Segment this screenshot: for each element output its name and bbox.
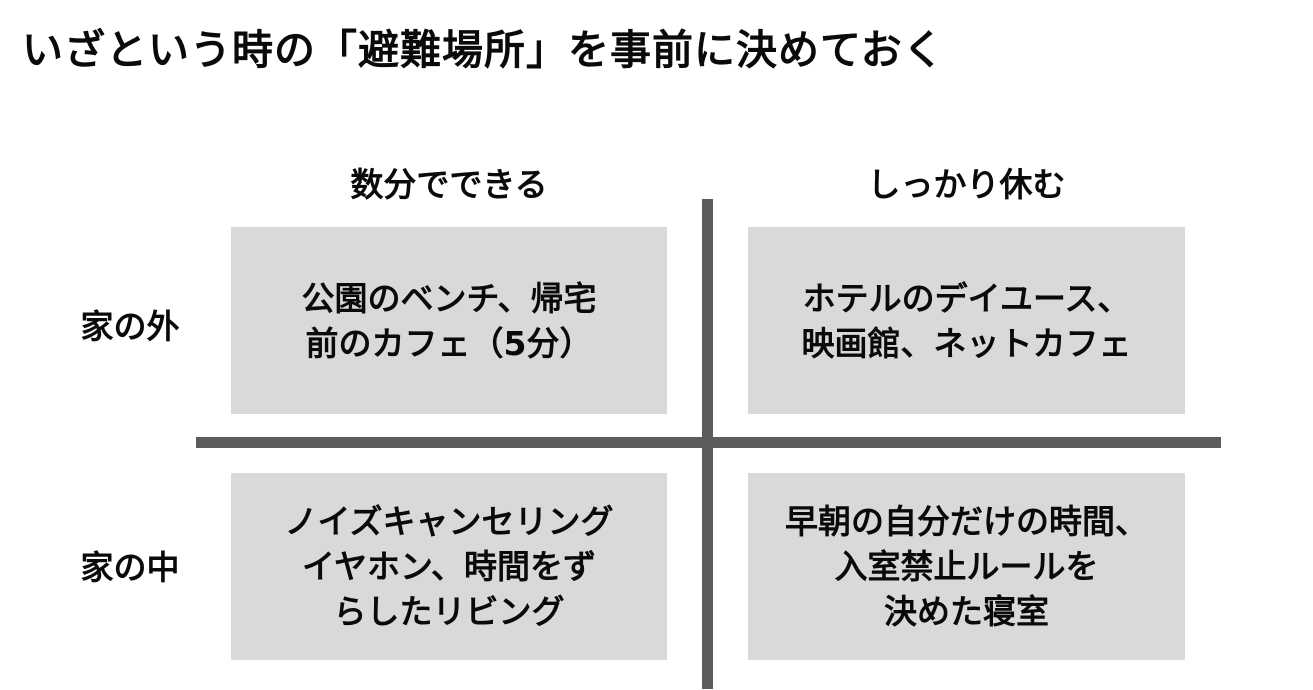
cell-inside-rest-text: 早朝の自分だけの時間、 入室禁止ルールを 決めた寝室 xyxy=(785,502,1148,631)
horizontal-axis-divider xyxy=(196,437,1221,448)
cell-outside-quick-text: 公園のベンチ、帰宅 前のカフェ（5分） xyxy=(301,278,597,363)
cell-outside-quick: 公園のベンチ、帰宅 前のカフェ（5分） xyxy=(231,227,667,414)
row-label-outside: 家の外 xyxy=(80,307,180,346)
column-header-rest: しっかり休む xyxy=(867,165,1066,204)
row-label-inside: 家の中 xyxy=(80,548,180,587)
cell-outside-rest-text: ホテルのデイユース、 映画館、ネットカフェ xyxy=(801,278,1132,363)
page-title: いざという時の「避難場所」を事前に決めておく xyxy=(22,26,945,74)
cell-inside-quick-text: ノイズキャンセリング イヤホン、時間をず らしたリビング xyxy=(284,502,614,631)
cell-inside-quick: ノイズキャンセリング イヤホン、時間をず らしたリビング xyxy=(231,473,667,660)
column-header-quick: 数分でできる xyxy=(350,165,548,204)
cell-outside-rest: ホテルのデイユース、 映画館、ネットカフェ xyxy=(748,227,1185,414)
cell-inside-rest: 早朝の自分だけの時間、 入室禁止ルールを 決めた寝室 xyxy=(748,473,1185,660)
